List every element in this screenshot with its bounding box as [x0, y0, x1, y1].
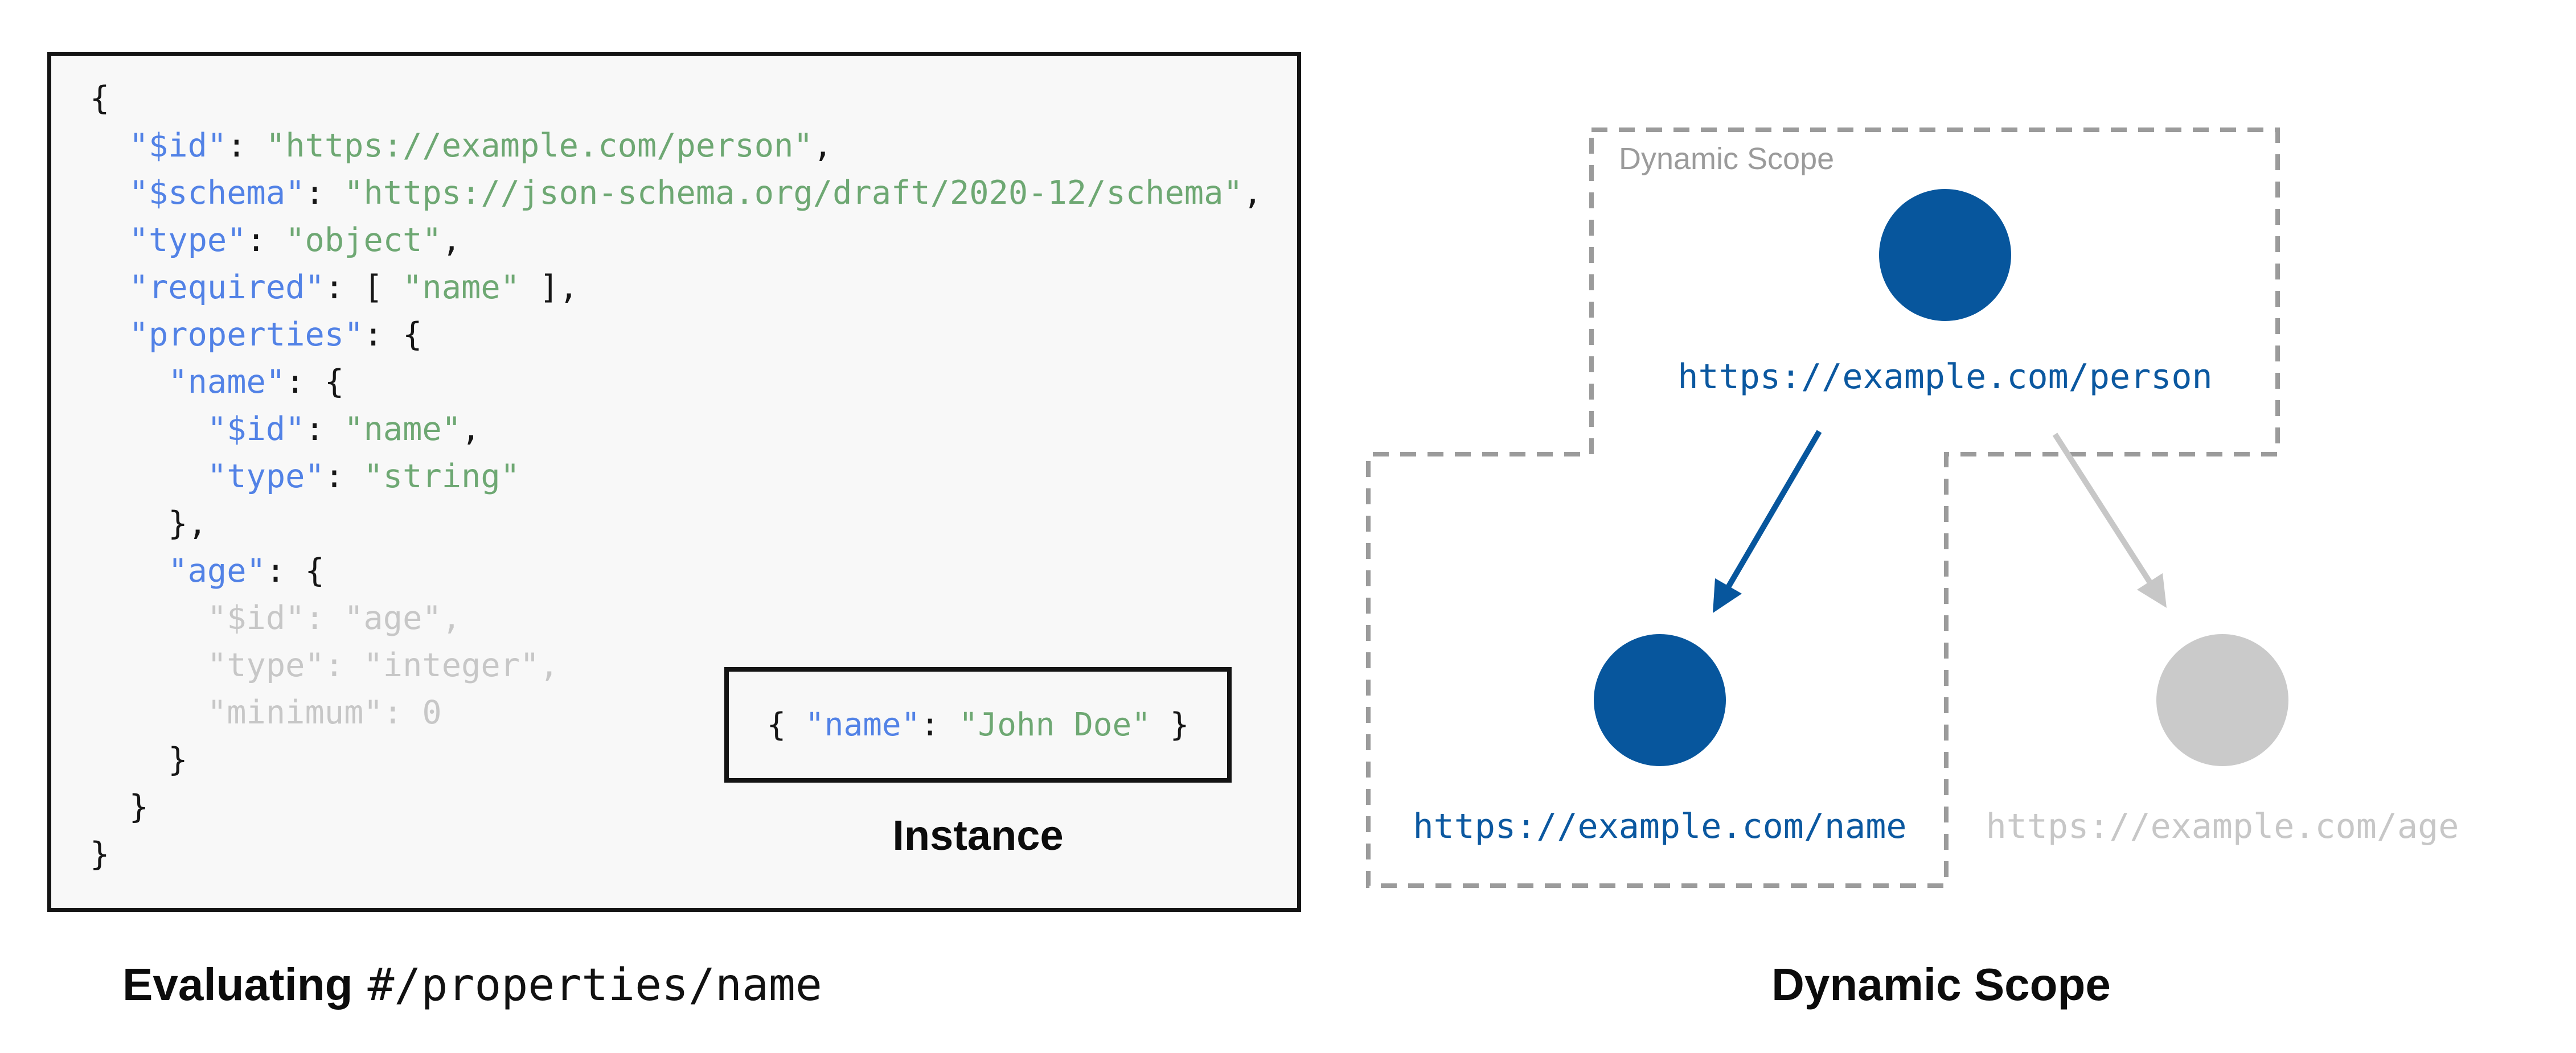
node-name: [1594, 634, 1726, 766]
instance-code: { "name": "John Doe" }: [766, 706, 1189, 743]
code-line: "type": "string": [207, 458, 520, 495]
code-line: "$id": "name",: [207, 410, 481, 448]
schema-caption-word: Evaluating: [122, 959, 353, 1010]
dynamic-scope-outline: [1366, 127, 2280, 888]
code-line: "age": {: [168, 552, 325, 590]
schema-panel: { "$id": "https://example.com/person", "…: [47, 52, 1301, 912]
node-name-url: https://example.com/name: [1413, 807, 1907, 846]
code-line: }: [90, 741, 188, 779]
code-line: "type": "object",: [129, 221, 462, 259]
code-line: "$id": "age",: [90, 599, 462, 637]
code-line: },: [90, 505, 207, 542]
node-person-url: https://example.com/person: [1677, 357, 2213, 397]
schema-caption-pointer: #/properties/name: [367, 960, 822, 1011]
node-age: [2156, 634, 2288, 766]
code-line: "minimum": 0: [90, 694, 442, 731]
code-line: "type": "integer",: [90, 647, 559, 684]
schema-code: { "$id": "https://example.com/person", "…: [90, 75, 1262, 878]
instance-box: { "name": "John Doe" }: [724, 667, 1232, 783]
node-age-url: https://example.com/age: [1986, 807, 2459, 846]
node-person: [1879, 189, 2011, 321]
code-line: "$schema": "https://json-schema.org/draf…: [129, 174, 1263, 212]
code-line: }: [90, 788, 149, 826]
code-line: {: [90, 80, 110, 117]
code-line: "required": [ "name" ],: [129, 269, 579, 306]
arrowhead-person-to-age: [2137, 573, 2167, 608]
code-line: "properties": {: [129, 316, 423, 353]
code-line: }: [90, 836, 110, 873]
arrow-person-to-name: [1726, 430, 1822, 588]
arrow-person-to-age: [2052, 433, 2152, 583]
diagram-caption: Dynamic Scope: [1771, 959, 2111, 1010]
instance-label: Instance: [892, 812, 1064, 859]
schema-caption: Evaluating #/properties/name: [122, 956, 822, 1014]
arrowhead-person-to-name: [1713, 578, 1742, 613]
dynamic-scope-label: Dynamic Scope: [1619, 142, 1835, 176]
code-line: "$id": "https://example.com/person",: [129, 127, 833, 164]
code-line: "name": {: [168, 363, 344, 401]
